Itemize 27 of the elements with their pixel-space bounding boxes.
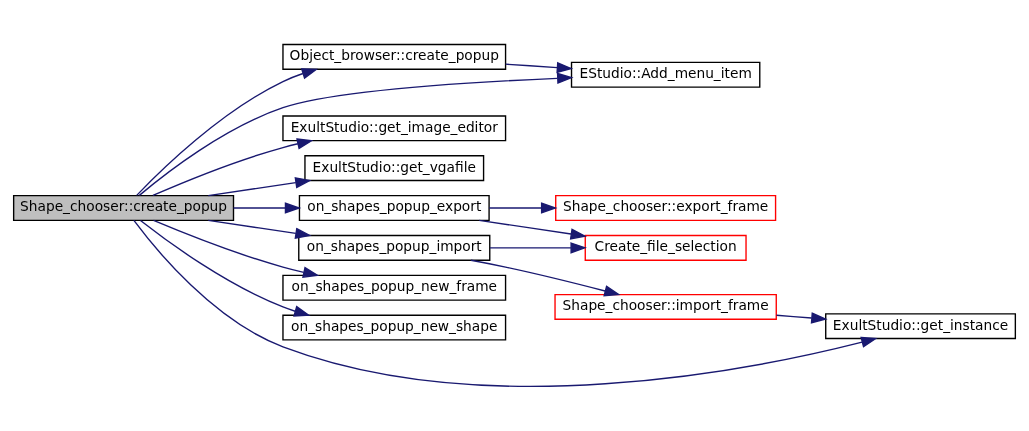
arrow <box>488 202 558 214</box>
arrow <box>489 242 587 254</box>
arrow <box>152 138 314 197</box>
node-box: ExultStudio::get_instance <box>825 313 1017 340</box>
arrow <box>207 219 312 240</box>
arrow <box>152 219 320 278</box>
arrow <box>139 219 311 317</box>
arrow <box>775 312 828 324</box>
node-box: on_shapes_popup_export <box>298 194 490 222</box>
arrow <box>136 68 319 197</box>
arrow <box>505 61 574 74</box>
node-box: Create_file_selection <box>584 234 747 261</box>
node-box: EStudio::Add_menu_item <box>570 61 761 88</box>
node-box: Object_browser::create_popup <box>282 43 507 70</box>
node-box: Shape_chooser::export_frame <box>555 194 777 222</box>
arrow <box>478 219 587 240</box>
node-box: Shape_chooser::import_frame <box>554 293 777 320</box>
node-box: on_shapes_popup_import <box>298 234 491 261</box>
node-box: on_shapes_popup_new_shape <box>282 314 507 341</box>
node-box: ExultStudio::get_vgafile <box>304 155 485 182</box>
node-box: on_shapes_popup_new_frame <box>282 274 507 301</box>
node-box: Shape_chooser::create_popup <box>12 194 235 222</box>
node-box: ExultStudio::get_image_editor <box>282 115 507 142</box>
arrow <box>207 176 312 197</box>
arrow <box>138 72 574 197</box>
arrow <box>232 202 302 214</box>
arrow <box>133 219 878 387</box>
